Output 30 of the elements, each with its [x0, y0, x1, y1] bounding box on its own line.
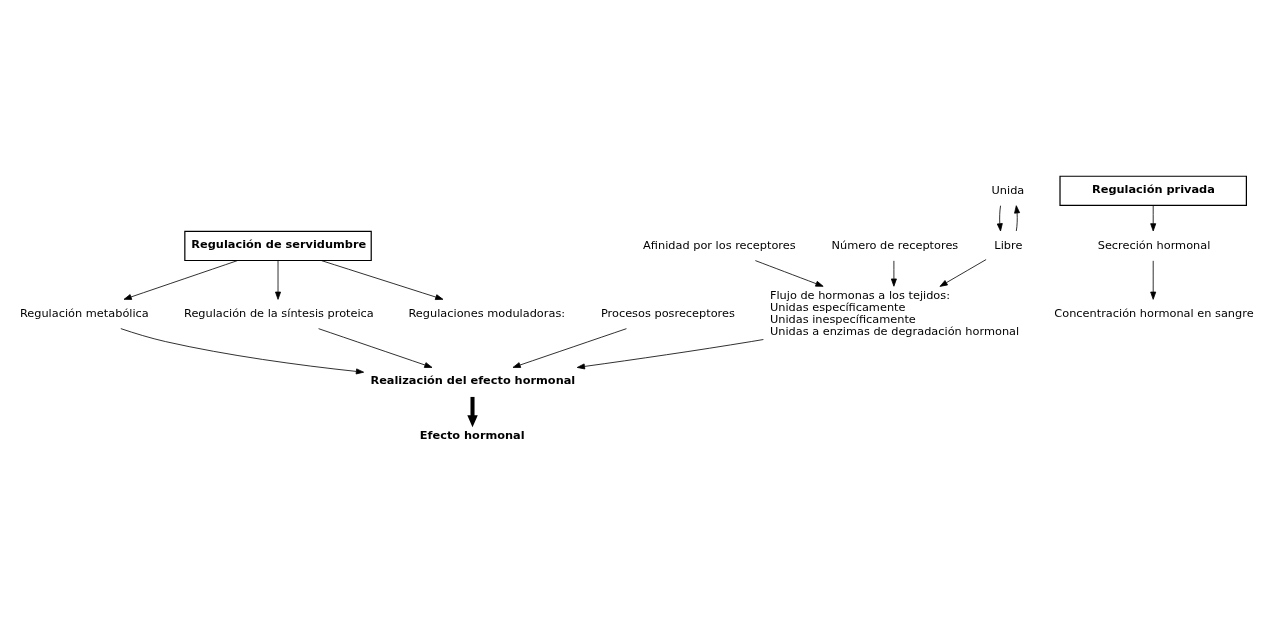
arrow [512, 327, 627, 368]
arrow [890, 259, 897, 287]
node-text: Afinidad por los receptores [643, 237, 796, 252]
arrow [275, 259, 281, 300]
node-text: Número de receptores [831, 237, 959, 252]
arrow [120, 327, 365, 374]
arrow [1150, 259, 1157, 300]
node-box: Regulación privada [1059, 175, 1247, 206]
node-text: Libre [994, 237, 1023, 252]
node-text: Regulación de la síntesis proteica [184, 305, 374, 320]
arrow [467, 396, 478, 427]
arrow [321, 259, 444, 300]
node-text: Secreción hormonal [1097, 237, 1211, 252]
node-text: Flujo de hormonas a los tejidos: Unidas específicamente Unidas inespecíficamente Unidas a enzimas de degradación hormonal [769, 287, 1020, 338]
arrow [754, 259, 824, 287]
node-text: Unida [991, 182, 1025, 197]
node-text: Realización del efecto hormonal [370, 372, 576, 387]
node-text: Efecto hormonal [419, 427, 525, 442]
arrow [318, 327, 433, 368]
arrow [576, 338, 764, 369]
node-text: Concentración hormonal en sangre [1054, 305, 1254, 320]
node-text: Procesos posreceptores [600, 305, 735, 320]
node-text: Regulaciones moduladoras: [408, 305, 566, 320]
arrow [939, 258, 987, 287]
arrow [1014, 204, 1021, 231]
node-text: Regulación metabólica [19, 305, 149, 320]
arrow [123, 259, 238, 300]
arrow [996, 204, 1003, 231]
arrow [1150, 204, 1157, 231]
node-box: Regulación de servidumbre [184, 230, 372, 261]
